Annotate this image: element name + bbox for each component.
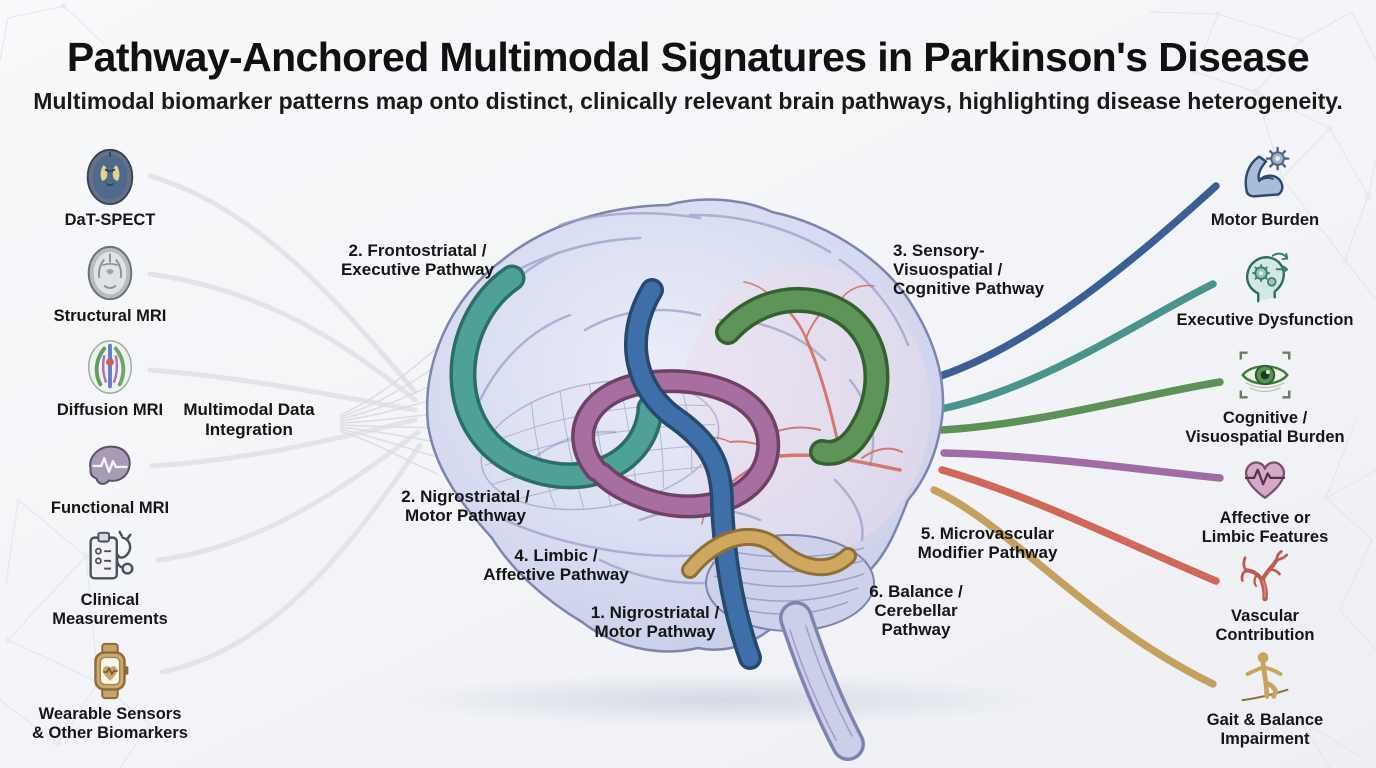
pathway-label-nigrostriatal-2: 2. Nigrostriatal / Motor Pathway — [401, 487, 530, 526]
structural-mri-scan-icon — [87, 245, 133, 301]
multimodal-integration-label: Multimodal Data Integration — [183, 400, 315, 439]
brainstem — [779, 601, 865, 761]
smartwatch-heart-icon — [94, 642, 129, 700]
pathway-label-sensory-cognitive: 3. Sensory- Visuospatial / Cognitive Pat… — [893, 241, 1045, 299]
pathway-label-balance-cerebellar: 6. Balance / Cerebellar Pathway — [869, 582, 963, 640]
connector-motor-burden — [924, 182, 1220, 384]
biceps-gear-icon — [1244, 146, 1290, 198]
diffusion-mri-tracts-icon — [87, 340, 133, 394]
outcome-gait-balance: Gait & Balance Impairment — [1172, 646, 1358, 749]
head-gears-icon — [1245, 252, 1289, 303]
page-subtitle: Multimodal biomarker patterns map onto d… — [33, 88, 1343, 114]
connector-structural-mri — [147, 271, 418, 403]
modality-label: Clinical Measurements — [52, 591, 168, 628]
modality-diffusion-mri: Diffusion MRI — [25, 336, 195, 420]
modality-label: Diffusion MRI — [56, 401, 164, 419]
heart-ecg-icon — [1244, 461, 1286, 499]
functional-mri-brain-icon — [89, 445, 131, 485]
modality-functional-mri: Functional MRI — [25, 434, 195, 518]
balance-cerebellar-ribbon — [681, 527, 857, 579]
frontostriatal-ribbon — [449, 264, 664, 490]
connector-wearable — [159, 442, 423, 675]
outcome-cognitive-visuospatial: Cognitive / Visuospatial Burden — [1172, 344, 1358, 447]
connector-functional-mri — [149, 417, 418, 469]
pathway-label-limbic-affective: 4. Limbic / Affective Pathway — [483, 546, 629, 585]
brain-shadow — [390, 674, 1050, 726]
connector-affective-limbic — [940, 449, 1224, 482]
outcome-label: Cognitive / Visuospatial Burden — [1185, 409, 1345, 446]
clipboard-stethoscope-icon — [89, 530, 134, 580]
modality-structural-mri: Structural MRI — [25, 242, 195, 326]
outcome-motor-burden: Motor Burden — [1172, 146, 1358, 230]
outcome-label: Executive Dysfunction — [1176, 311, 1354, 329]
modality-clinical: Clinical Measurements — [25, 526, 195, 629]
outcome-label: Affective or Limbic Features — [1201, 509, 1329, 546]
outcome-executive-dysfunction: Executive Dysfunction — [1172, 246, 1358, 330]
connector-cognitive-visuospatial — [938, 378, 1224, 434]
modality-wearable: Wearable Sensors & Other Biomarkers — [25, 640, 195, 743]
outcome-affective-limbic: Affective or Limbic Features — [1172, 448, 1358, 547]
connector-diffusion-mri — [147, 367, 418, 413]
outcome-label: Vascular Contribution — [1215, 607, 1315, 644]
pathway-label-frontostriatal: 2. Frontostriatal / Executive Pathway — [340, 241, 495, 280]
outcome-vascular: Vascular Contribution — [1172, 546, 1358, 645]
outcome-connectors — [924, 182, 1224, 688]
connector-dat-spect — [147, 173, 418, 395]
modality-connectors — [147, 173, 423, 675]
modality-dat-spect: DaT-SPECT — [25, 146, 195, 230]
modality-label: Functional MRI — [50, 499, 170, 517]
page-title: Pathway-Anchored Multimodal Signatures i… — [66, 34, 1310, 80]
outcome-label: Motor Burden — [1210, 211, 1320, 229]
modality-label: DaT-SPECT — [64, 211, 156, 229]
sensory-cognitive-ribbon — [715, 286, 890, 466]
blood-vessel-icon — [1240, 550, 1289, 602]
pathway-label-microvascular: 5. Microvascular Modifier Pathway — [917, 524, 1058, 563]
connector-gait-balance — [930, 486, 1217, 688]
balance-person-icon — [1241, 652, 1289, 702]
eye-focus-icon — [1239, 351, 1291, 399]
brain-illustration — [425, 198, 945, 761]
dat-spect-scan-icon — [86, 148, 134, 206]
nigrostriatal-motor-ribbon — [624, 278, 762, 670]
outcome-label: Gait & Balance Impairment — [1206, 711, 1324, 748]
modality-label: Wearable Sensors & Other Biomarkers — [32, 705, 188, 742]
modality-label: Structural MRI — [53, 307, 167, 325]
pathway-label-nigrostriatal-1: 1. Nigrostriatal / Motor Pathway — [590, 603, 720, 642]
brain-gyri-lines — [468, 212, 910, 585]
connector-clinical — [155, 429, 421, 563]
limbic-affective-ribbon — [571, 369, 781, 519]
connector-vascular — [938, 466, 1220, 585]
connector-executive-dysfunction — [932, 280, 1217, 414]
